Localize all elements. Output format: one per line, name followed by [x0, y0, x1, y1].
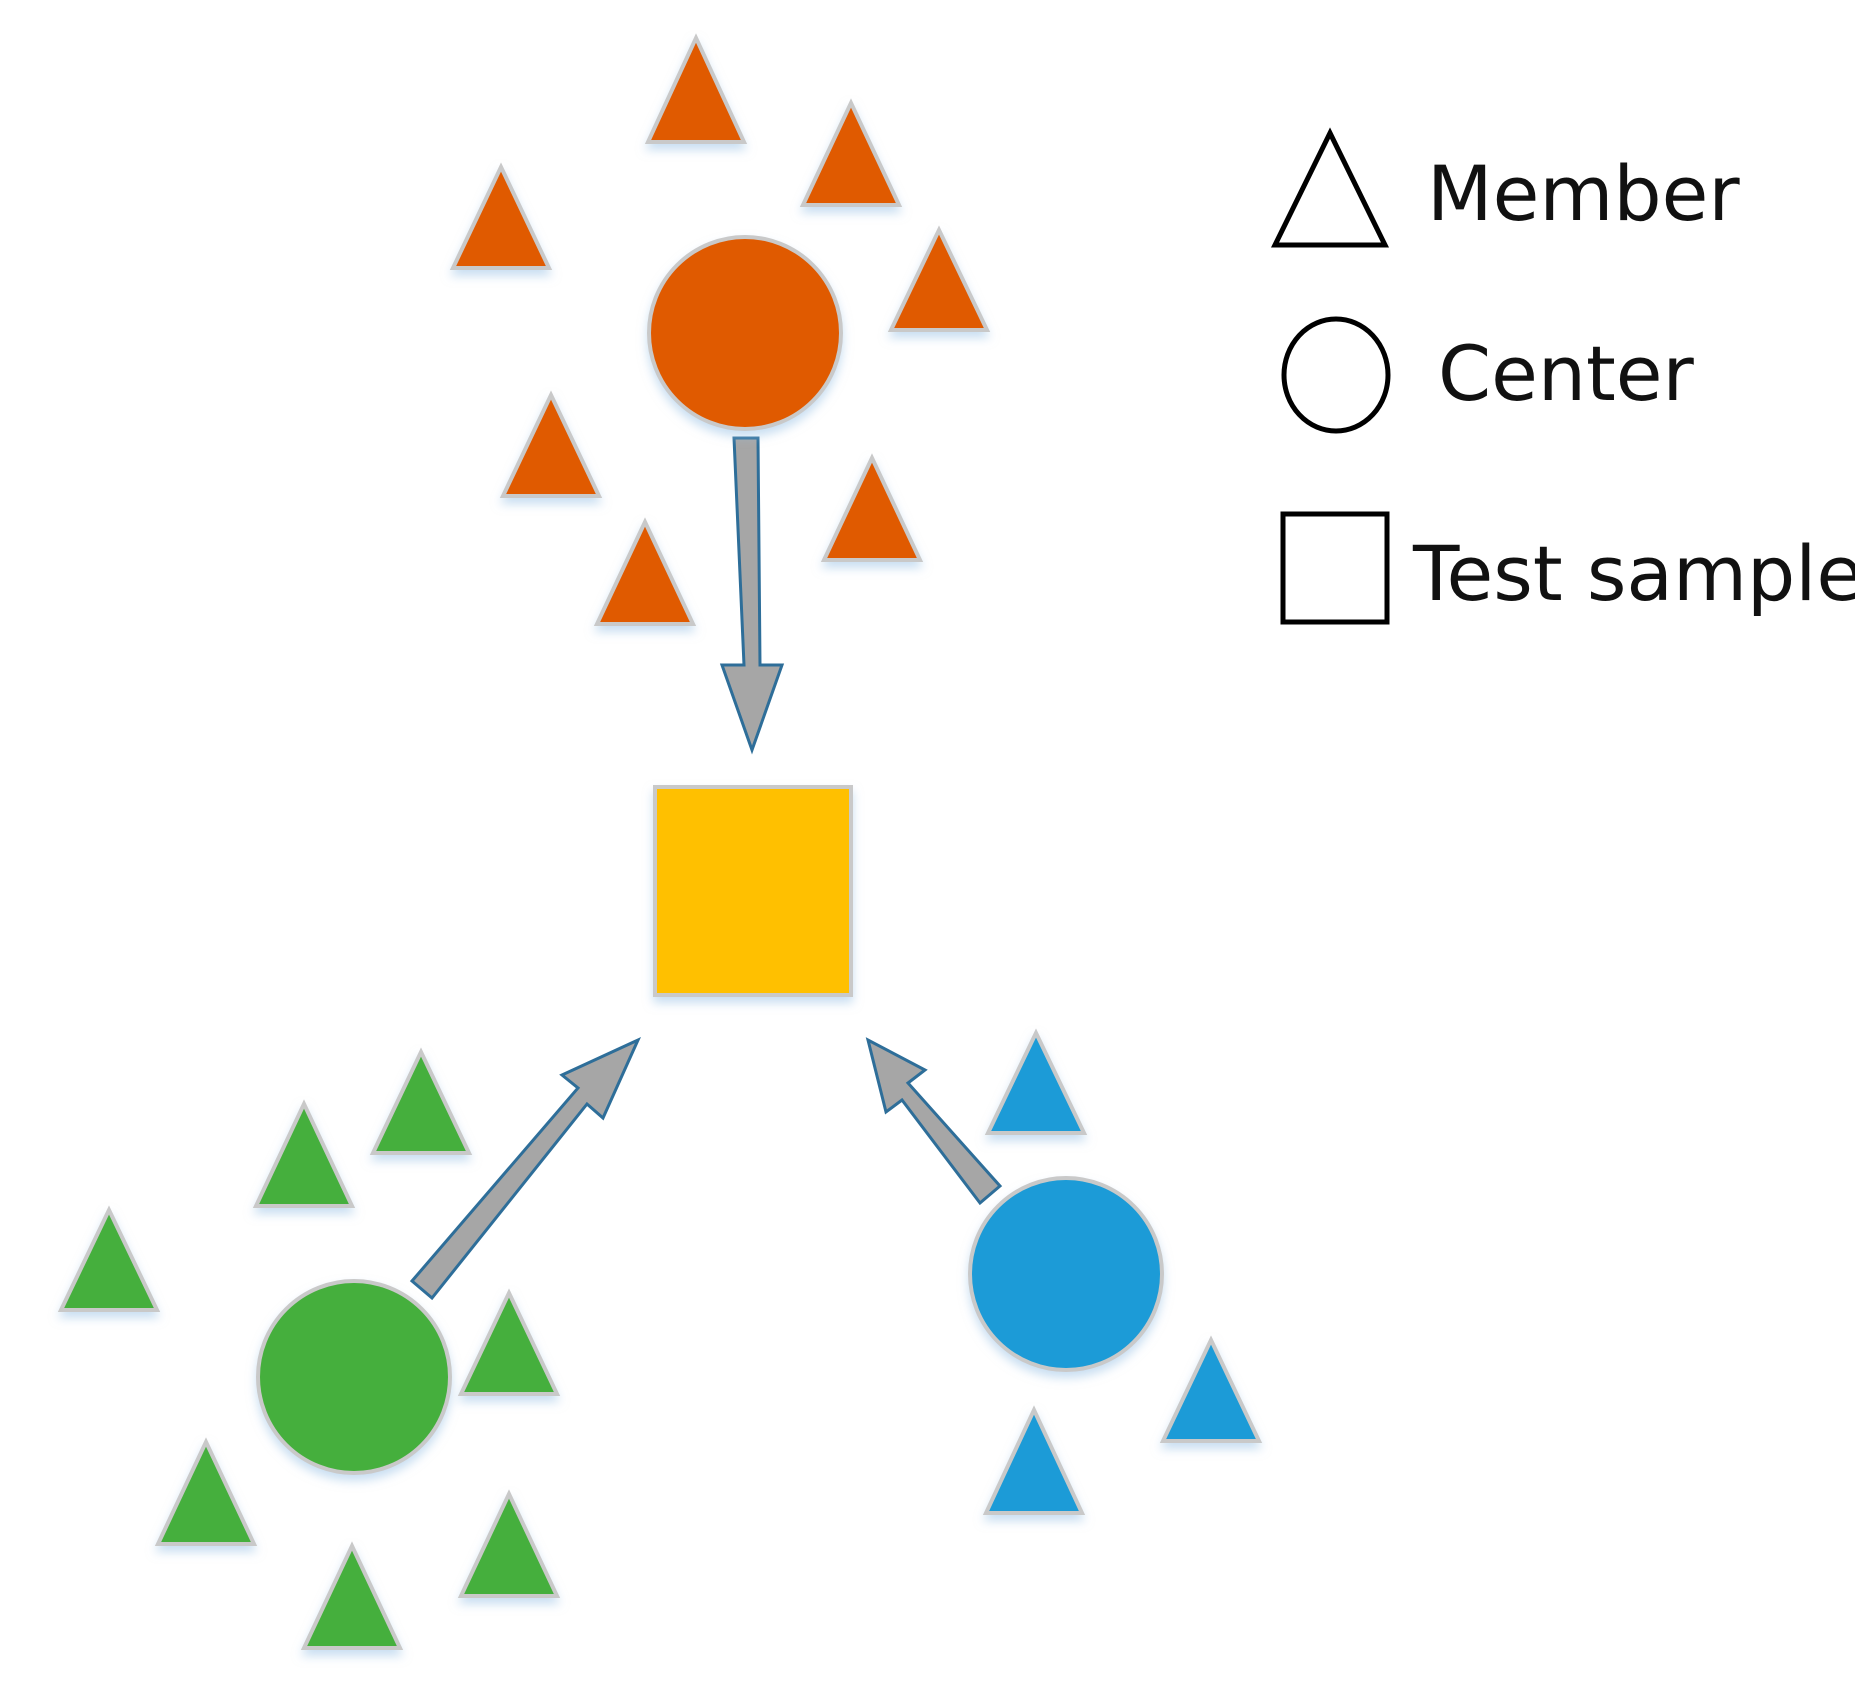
orange-center [647, 235, 843, 431]
orange-cluster [449, 33, 991, 626]
legend-square-icon [1280, 511, 1390, 625]
green-member [154, 1437, 258, 1546]
blue-cluster [968, 1028, 1263, 1515]
blue-to-test-arrow [865, 1037, 1003, 1206]
blue-center [968, 1176, 1164, 1372]
green-cluster [57, 1047, 561, 1650]
legend-circle-icon [1281, 316, 1391, 434]
orange-member [499, 390, 603, 498]
blue-member [1159, 1335, 1263, 1443]
legend-member-label: Member [1427, 149, 1740, 238]
orange-member [593, 517, 697, 626]
orange-member [820, 453, 924, 562]
orange-to-test-arrow [719, 436, 785, 755]
blue-member [984, 1028, 1088, 1135]
legend-triangle-icon [1270, 127, 1390, 248]
green-member [369, 1047, 473, 1155]
orange-member [449, 162, 553, 270]
orange-member [799, 98, 903, 207]
green-to-test-arrow [409, 1036, 642, 1301]
legend-center-label: Center [1438, 329, 1695, 418]
legend-test-sample-label: Test sample [1412, 529, 1855, 618]
arrows [409, 436, 1003, 1301]
green-member [457, 1288, 561, 1396]
test-sample-square [653, 785, 853, 997]
green-member [252, 1099, 356, 1208]
blue-member [982, 1405, 1086, 1515]
orange-member [644, 33, 748, 144]
green-member [300, 1541, 404, 1650]
green-center [256, 1279, 452, 1475]
green-member [57, 1205, 161, 1312]
legend: Member Center Test sample [1270, 127, 1855, 625]
green-member [457, 1489, 561, 1598]
orange-member [887, 225, 991, 332]
